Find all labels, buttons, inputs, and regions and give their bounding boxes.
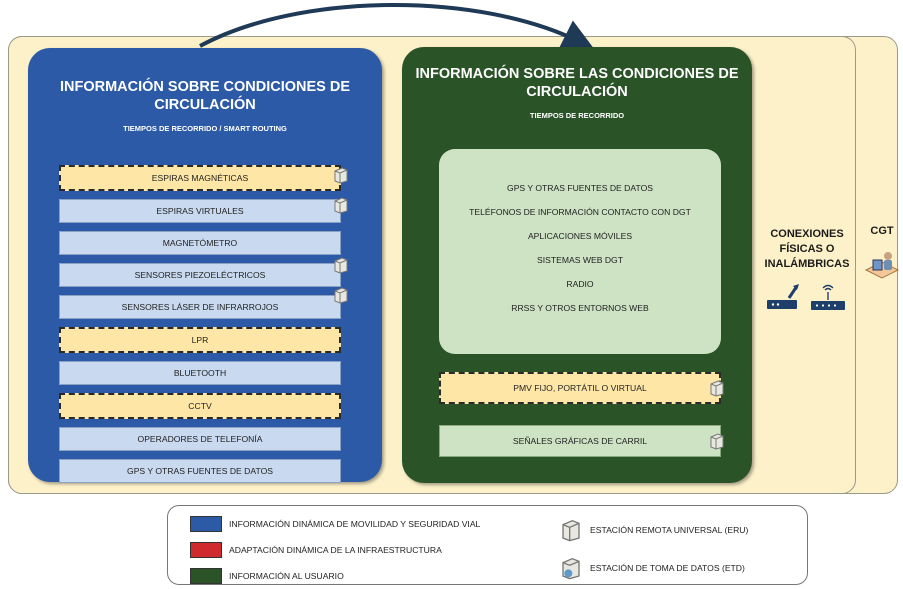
source-item: RRSS Y OTROS ENTORNOS WEB — [511, 303, 649, 313]
control-center-icon — [864, 252, 900, 279]
eru-icon — [334, 287, 348, 304]
eru-icon — [334, 257, 348, 274]
left-item-list: ESPIRAS MAGNÉTICAS ESPIRAS VIRTUALES MAG… — [59, 165, 341, 483]
eru-icon — [710, 433, 724, 450]
legend-label: ESTACIÓN DE TOMA DE DATOS (ETD) — [590, 563, 745, 573]
blue-swatch — [190, 516, 222, 532]
flow-arrow — [199, 3, 595, 50]
left-item: OPERADORES DE TELEFONÍA — [59, 427, 341, 451]
output-item-label: SEÑALES GRÁFICAS DE CARRIL — [512, 436, 648, 446]
legend-label: ADAPTACIÓN DINÁMICA DE LA INFRAESTRUCTUR… — [229, 545, 442, 555]
legend-label: INFORMACIÓN DINÁMICA DE MOVILIDAD Y SEGU… — [229, 519, 481, 529]
legend-item: ADAPTACIÓN DINÁMICA DE LA INFRAESTRUCTUR… — [190, 542, 480, 558]
legend-item: INFORMACIÓN AL USUARIO — [190, 568, 480, 584]
output-item-label: PMV FIJO, PORTÁTIL O VIRTUAL — [513, 383, 647, 393]
left-item: GPS Y OTRAS FUENTES DE DATOS — [59, 459, 341, 483]
left-item: LPR — [59, 327, 341, 353]
left-item: ESPIRAS VIRTUALES — [59, 199, 341, 223]
left-item: SENSORES LÁSER DE INFRARROJOS — [59, 295, 341, 319]
right-panel-subtitle: TIEMPOS DE RECORRIDO — [529, 111, 625, 120]
source-item: TELÉFONOS DE INFORMACIÓN CONTACTO CON DG… — [469, 207, 691, 217]
red-swatch — [190, 542, 222, 558]
left-item-label: MAGNETÓMETRO — [162, 238, 238, 248]
left-item: MAGNETÓMETRO — [59, 231, 341, 255]
source-item: GPS Y OTRAS FUENTES DE DATOS — [507, 183, 653, 193]
legend-item: INFORMACIÓN DINÁMICA DE MOVILIDAD Y SEGU… — [190, 516, 480, 532]
left-item-label: SENSORES PIEZOELÉCTRICOS — [134, 270, 266, 280]
left-item-label: ESPIRAS VIRTUALES — [156, 206, 244, 216]
source-item: APLICACIONES MÓVILES — [527, 231, 633, 241]
eru-icon — [334, 167, 348, 184]
left-panel-title: INFORMACIÓN SOBRE CONDICIONES DE CIRCULA… — [59, 79, 350, 113]
source-item: RADIO — [566, 279, 594, 289]
green-swatch — [190, 568, 222, 584]
left-item: CCTV — [59, 393, 341, 419]
right-panel-title: INFORMACIÓN SOBRE LAS CONDICIONES DE CIR… — [415, 66, 739, 100]
legend-label: ESTACIÓN REMOTA UNIVERSAL (ERU) — [590, 525, 749, 535]
left-item-label: ESPIRAS MAGNÉTICAS — [151, 173, 249, 183]
left-item-label: GPS Y OTRAS FUENTES DE DATOS — [127, 466, 273, 476]
legend: INFORMACIÓN DINÁMICA DE MOVILIDAD Y SEGU… — [167, 505, 808, 585]
wired-modem-icon — [767, 284, 799, 309]
connections-label: CONEXIONES FÍSICAS O INALÁMBRICAS — [764, 228, 850, 270]
data-sources-box: GPS Y OTRAS FUENTES DE DATOS TELÉFONOS D… — [439, 149, 721, 354]
output-item: SEÑALES GRÁFICAS DE CARRIL — [439, 425, 721, 457]
eru-icon — [562, 519, 580, 542]
left-item-label: SENSORES LÁSER DE INFRARROJOS — [121, 302, 279, 312]
left-item-label: LPR — [191, 335, 209, 345]
legend-item: ESTACIÓN REMOTA UNIVERSAL (ERU) — [560, 518, 748, 542]
eru-icon — [334, 197, 348, 214]
left-item: SENSORES PIEZOELÉCTRICOS — [59, 263, 341, 287]
left-item: BLUETOOTH — [59, 361, 341, 385]
etd-icon — [562, 557, 580, 580]
left-item-label: OPERADORES DE TELEFONÍA — [137, 434, 263, 444]
left-panel-subtitle: TIEMPOS DE RECORRIDO / SMART ROUTING — [123, 124, 287, 133]
output-item: PMV FIJO, PORTÁTIL O VIRTUAL — [439, 372, 721, 404]
legend-label: INFORMACIÓN AL USUARIO — [229, 571, 344, 581]
left-item: ESPIRAS MAGNÉTICAS — [59, 165, 341, 191]
wireless-router-icon — [811, 284, 845, 310]
eru-icon — [710, 380, 724, 397]
source-item: SISTEMAS WEB DGT — [537, 255, 623, 265]
cgt-label: CGT — [870, 225, 894, 237]
left-item-label: CCTV — [188, 401, 212, 411]
left-item-label: BLUETOOTH — [173, 368, 227, 378]
legend-item: ESTACIÓN DE TOMA DE DATOS (ETD) — [560, 556, 748, 580]
